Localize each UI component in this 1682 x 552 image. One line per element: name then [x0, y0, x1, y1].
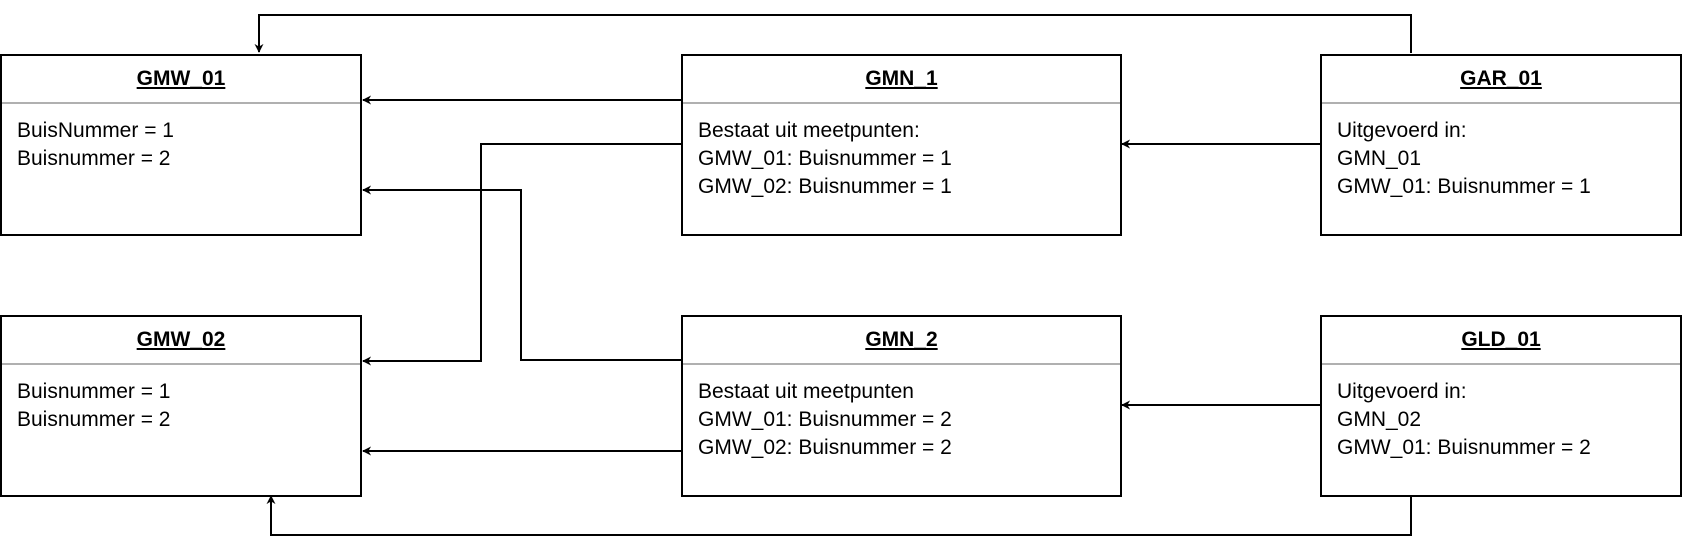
- node-line: GMN_01: [1337, 147, 1422, 170]
- node-line: Buisnummer = 2: [17, 408, 171, 431]
- node-line: GMW_01: Buisnummer = 1: [1337, 175, 1591, 198]
- node-body: BuisNummer = 1 Buisnummer = 2: [2, 104, 360, 173]
- edge-gld01-gmw02: [266, 495, 1412, 536]
- node-gmn1: GMN_1 Bestaat uit meetpunten: GMW_01: Bu…: [681, 54, 1122, 236]
- node-title: GAR_01: [1322, 56, 1680, 104]
- node-title: GLD_01: [1322, 317, 1680, 365]
- node-body: Buisnummer = 1 Buisnummer = 2: [2, 365, 360, 434]
- node-line: GMW_01: Buisnummer = 1: [698, 147, 952, 170]
- node-body: Uitgevoerd in: GMN_02 GMW_01: Buisnummer…: [1322, 365, 1680, 462]
- node-line: GMW_01: Buisnummer = 2: [1337, 436, 1591, 459]
- node-gar01: GAR_01 Uitgevoerd in: GMN_01 GMW_01: Bui…: [1320, 54, 1682, 236]
- node-line: Bestaat uit meetpunten: [698, 380, 914, 403]
- node-line: GMW_02: Buisnummer = 2: [698, 436, 952, 459]
- node-line: BuisNummer = 1: [17, 119, 174, 142]
- edge-gmn2-gmw01: [362, 185, 681, 361]
- node-body: Uitgevoerd in: GMN_01 GMW_01: Buisnummer…: [1322, 104, 1680, 201]
- node-line: Bestaat uit meetpunten:: [698, 119, 920, 142]
- node-line: Buisnummer = 1: [17, 380, 171, 403]
- node-title: GMN_2: [683, 317, 1120, 365]
- node-body: Bestaat uit meetpunten: GMW_01: Buisnumm…: [683, 104, 1120, 201]
- node-gmw02: GMW_02 Buisnummer = 1 Buisnummer = 2: [0, 315, 362, 497]
- node-line: Uitgevoerd in:: [1337, 119, 1467, 142]
- node-title: GMN_1: [683, 56, 1120, 104]
- node-line: GMN_02: [1337, 408, 1422, 431]
- node-gmw01: GMW_01 BuisNummer = 1 Buisnummer = 2: [0, 54, 362, 236]
- node-title: GMW_01: [2, 56, 360, 104]
- edge-gmn1-gmw02: [362, 143, 681, 366]
- node-title: GMW_02: [2, 317, 360, 365]
- node-gld01: GLD_01 Uitgevoerd in: GMN_02 GMW_01: Bui…: [1320, 315, 1682, 497]
- node-line: Buisnummer = 2: [17, 147, 171, 170]
- node-line: GMW_02: Buisnummer = 1: [698, 175, 952, 198]
- node-body: Bestaat uit meetpunten GMW_01: Buisnumme…: [683, 365, 1120, 462]
- edge-gar01-gmw01: [254, 14, 1412, 53]
- node-line: GMW_01: Buisnummer = 2: [698, 408, 952, 431]
- node-line: Uitgevoerd in:: [1337, 380, 1467, 403]
- node-gmn2: GMN_2 Bestaat uit meetpunten GMW_01: Bui…: [681, 315, 1122, 497]
